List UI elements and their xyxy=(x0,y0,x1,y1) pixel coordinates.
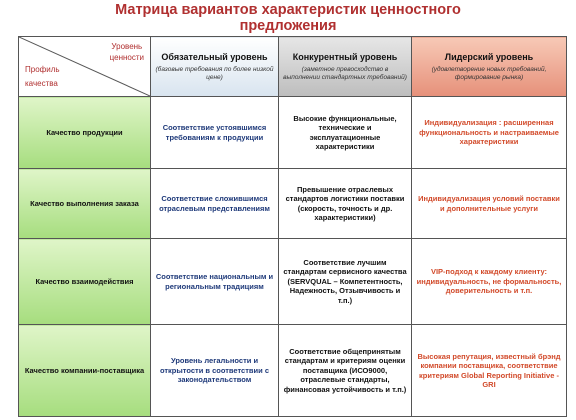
row-header-supplier-quality: Качество компании-поставщика xyxy=(18,324,151,417)
row-header-product-quality: Качество продукции xyxy=(18,96,151,169)
header-row: Уровень ценности Профиль качества Обязат… xyxy=(18,36,567,97)
table-cell: Соответствие устоявшимся требованиям к п… xyxy=(150,96,279,169)
table-cell: VIP-подход к каждому клиенту: индивидуал… xyxy=(411,238,567,325)
column-header-mandatory: Обязательный уровень (базовые требования… xyxy=(150,36,279,97)
title-line-2: предложения xyxy=(239,18,337,34)
column-subtitle: (заметное превосходство в выполнении ста… xyxy=(283,65,407,81)
table-cell: Соответствие лучшим стандартам сервисног… xyxy=(278,238,412,325)
table-cell: Высокие функциональные, технические и эк… xyxy=(278,96,412,169)
table-row: Качество взаимодействия Соответствие нац… xyxy=(18,238,567,325)
column-title: Обязательный уровень xyxy=(161,51,268,62)
corner-bottom-label: Профиль качества xyxy=(25,65,60,88)
table-cell: Уровень легальности и открытости в соотв… xyxy=(150,324,279,417)
value-proposition-matrix: Уровень ценности Профиль качества Обязат… xyxy=(18,36,567,417)
corner-cell: Уровень ценности Профиль качества xyxy=(18,36,151,97)
table-cell: Высокая репутация, известный брэнд компа… xyxy=(411,324,567,417)
corner-top-label: Уровень ценности xyxy=(109,42,144,62)
row-header-interaction-quality: Качество взаимодействия xyxy=(18,238,151,325)
column-subtitle: (базовые требования по более низкой цене… xyxy=(155,65,274,81)
column-header-leader: Лидерский уровень (удовлетворение новых … xyxy=(411,36,567,97)
table-cell: Соответствие национальным и региональным… xyxy=(150,238,279,325)
page-title: Матрица вариантов характеристик ценностн… xyxy=(0,2,576,34)
row-header-order-fulfillment-quality: Качество выполнения заказа xyxy=(18,168,151,239)
corner-diagonal xyxy=(19,37,150,96)
column-subtitle: (удовлетворение новых требований, формир… xyxy=(431,65,547,81)
table-row: Качество продукции Соответствие устоявши… xyxy=(18,96,567,169)
table-row: Качество компании-поставщика Уровень лег… xyxy=(18,324,567,417)
column-title: Конкурентный уровень xyxy=(292,51,398,62)
table-cell: Соответствие общепринятым стандартам и к… xyxy=(278,324,412,417)
title-line-1: Матрица вариантов характеристик ценностн… xyxy=(115,2,461,18)
table-cell: Превышение отраслевых стандартов логисти… xyxy=(278,168,412,239)
table-cell: Индивидуализация условий поставки и допо… xyxy=(411,168,567,239)
column-header-competitive: Конкурентный уровень (заметное превосход… xyxy=(278,36,412,97)
column-title: Лидерский уровень xyxy=(444,51,534,62)
table-cell: Индивидуализация : расширенная функциона… xyxy=(411,96,567,169)
table-cell: Соответствие сложившимся отраслевым пред… xyxy=(150,168,279,239)
table-row: Качество выполнения заказа Соответствие … xyxy=(18,168,567,239)
